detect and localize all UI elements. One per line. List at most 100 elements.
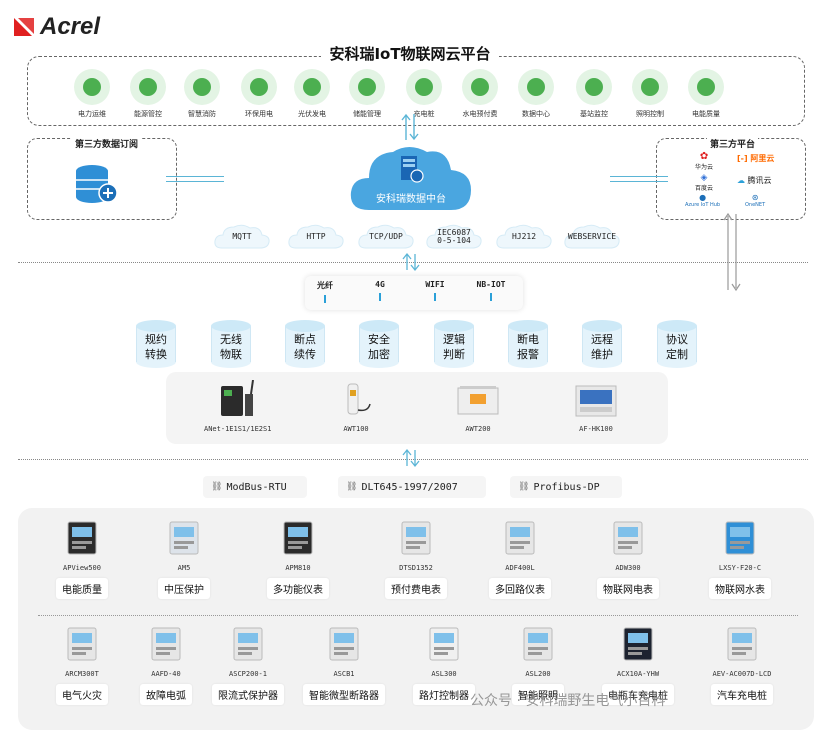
- device-image: [588, 624, 688, 667]
- device-tag: 物联网电表: [597, 578, 659, 599]
- device-image: [32, 624, 132, 667]
- device-tag: 故障电弧: [140, 684, 192, 705]
- network-1: 4G: [360, 280, 400, 301]
- module-8[interactable]: 数据中心: [510, 69, 562, 119]
- divider-lower: [18, 459, 808, 460]
- protocol-5: WEBSERVICE: [562, 224, 622, 250]
- link-icon: ⛓: [346, 482, 358, 492]
- module-label: 能源管控: [134, 110, 162, 118]
- protocol-label: HTTP: [306, 232, 326, 241]
- module-label: 基站监控: [580, 110, 608, 118]
- vendor-onenet: ⊛OneNET: [745, 193, 766, 208]
- module-10[interactable]: 照明控制: [624, 69, 676, 119]
- device-image: [366, 518, 466, 561]
- prepaid-icon: [462, 69, 498, 105]
- feature-2: 断点续传: [285, 320, 325, 368]
- gateway-awt100: AWT100: [336, 380, 376, 433]
- feature-4: 逻辑判断: [434, 320, 474, 368]
- storage-icon: [349, 69, 385, 105]
- signal-bar-icon: [490, 293, 492, 301]
- third-party-subscription-title: 第三方数据订阅: [72, 137, 142, 150]
- module-3[interactable]: 环保用电: [233, 69, 285, 119]
- device-tag: 智能微型断路器: [303, 684, 385, 705]
- third-party-platform-title: 第三方平台: [707, 137, 759, 150]
- third-party-subscription-box: 第三方数据订阅: [27, 137, 177, 220]
- platform-arrow: [610, 174, 668, 184]
- module-label: 电能质量: [692, 110, 720, 118]
- device-tag: 预付费电表: [385, 578, 447, 599]
- module-label: 照明控制: [636, 110, 664, 118]
- gateway-awt200: AWT200: [454, 380, 502, 433]
- link-icon: ⛓: [211, 482, 223, 492]
- module-4[interactable]: 光伏发电: [286, 69, 338, 119]
- protocol-label: TCP/UDP: [369, 232, 403, 241]
- device-image: [692, 624, 792, 667]
- lighting-icon: [632, 69, 668, 105]
- bus-arrow-icon: [402, 448, 420, 468]
- cloud-platform-box: 电力运维 能源管控 智慧消防 环保用电 光伏发电 储能管理充电桩水电预付费数据中心 基站监控…: [27, 56, 805, 126]
- module-label: 光伏发电: [298, 110, 326, 118]
- module-label: 数据中心: [522, 110, 550, 118]
- signal-bar-icon: [379, 293, 381, 301]
- device-image: [690, 518, 790, 561]
- protocol-2: TCP/UDP: [356, 224, 416, 250]
- device-tag: 物联网水表: [709, 578, 771, 599]
- bus-profibus: ⛓Profibus-DP: [510, 476, 622, 498]
- signal-bar-icon: [434, 293, 436, 301]
- device-image: [32, 518, 132, 561]
- protocol-label: MQTT: [232, 232, 252, 241]
- feature-label: 规约转换: [145, 333, 167, 361]
- device-image: [488, 624, 588, 667]
- protocol-label: WEBSERVICE: [567, 232, 617, 241]
- device-tag: 多回路仪表: [489, 578, 551, 599]
- feature-label: 远程维护: [591, 333, 613, 361]
- feature-1: 无线物联: [211, 320, 251, 368]
- module-11[interactable]: 电能质量: [680, 69, 732, 119]
- device-tag: 多功能仪表: [267, 578, 329, 599]
- acrel-logo: Acrel: [14, 13, 100, 40]
- gateway-panel: ANet-1E1S1/1E2S1 AWT100 AWT200 AF-HK100: [166, 372, 668, 444]
- acrel-logo-icon: [14, 16, 36, 38]
- vendor-azure: ●Azure IoT Hub: [685, 193, 721, 208]
- power-ops-icon: [74, 69, 110, 105]
- module-9[interactable]: 基站监控: [568, 69, 620, 119]
- network-arrow-icon: [402, 252, 420, 272]
- device-image: [134, 518, 234, 561]
- divider-upper: [18, 262, 808, 263]
- right-vertical-arrow-icon: [723, 212, 741, 292]
- module-6[interactable]: 充电桩: [398, 69, 450, 119]
- module-5[interactable]: 储能管理: [341, 69, 393, 119]
- device-image: [294, 624, 394, 667]
- feature-7: 协议定制: [657, 320, 697, 368]
- watermark: 公众号 · 安科瑞野生电气小百科: [470, 693, 666, 709]
- module-2[interactable]: 智慧消防: [176, 69, 228, 119]
- module-1[interactable]: 能源管控: [122, 69, 174, 119]
- network-3: NB-IOT: [471, 280, 511, 301]
- module-label: 环保用电: [245, 110, 273, 118]
- gateway-afhk100: AF-HK100: [572, 380, 620, 433]
- module-label: 智慧消防: [188, 110, 216, 118]
- protocol-0: MQTT: [212, 224, 272, 250]
- module-0[interactable]: 电力运维: [66, 69, 118, 119]
- feature-label: 无线物联: [220, 333, 242, 361]
- module-7[interactable]: 水电预付费: [454, 69, 506, 119]
- device-tag: 中压保护: [158, 578, 210, 599]
- module-label: 电力运维: [78, 110, 106, 118]
